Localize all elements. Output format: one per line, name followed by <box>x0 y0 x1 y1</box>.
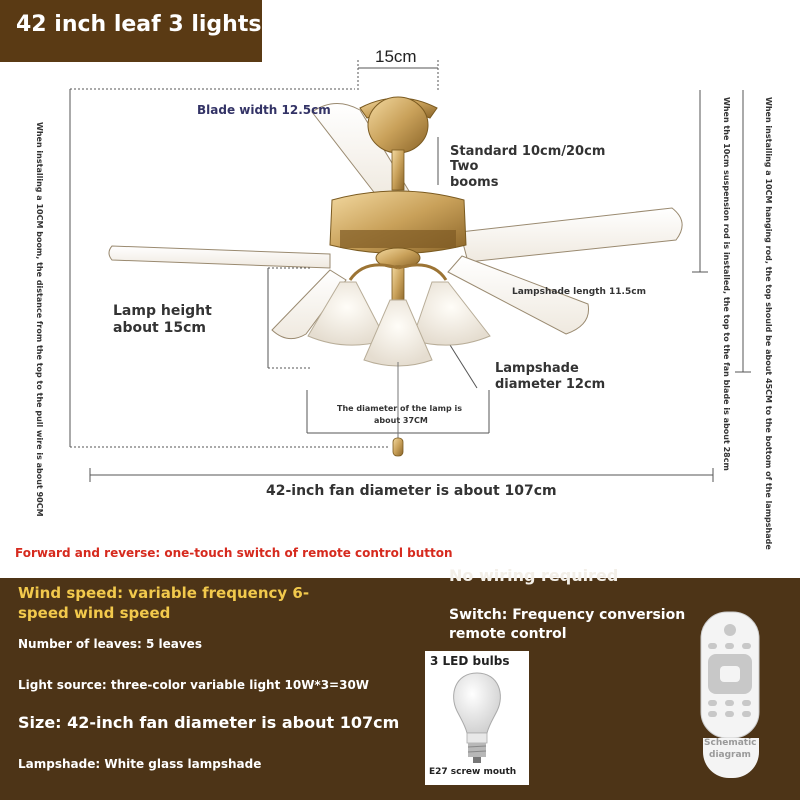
lamp-height-label-line2: about 15cm <box>113 320 206 336</box>
booms-label-line3: booms <box>450 175 499 190</box>
remote-control-icon <box>700 611 760 739</box>
title-bar <box>0 0 262 62</box>
lampshade-diameter-label-line1: Lampshade <box>495 361 579 376</box>
lamp-diameter-label-line2: about 37CM <box>374 416 428 425</box>
lampshades <box>307 281 491 367</box>
bulb-caption: E27 screw mouth <box>429 767 517 777</box>
right-vertical-note-a: When installing a 10CM hanging rod, the … <box>764 97 773 550</box>
blade-width-label: Blade width 12.5cm <box>197 103 331 117</box>
right-vertical-note-b: When the 10cm suspension rod is installe… <box>722 97 731 471</box>
booms-label-line2: Two <box>450 159 479 174</box>
remote-control-card: Schematic diagram <box>695 610 767 780</box>
remote-caption-area <box>703 738 759 778</box>
wind-speed-line2: speed wind speed <box>18 604 171 622</box>
no-wiring-text: No wiring required <box>449 566 619 585</box>
top-width-label: 15cm <box>375 47 417 66</box>
booms-label-line1: Standard 10cm/20cm <box>450 144 606 159</box>
lamp-diameter-label-line1: The diameter of the lamp is <box>337 404 462 413</box>
lampshade-length-label: Lampshade length 11.5cm <box>512 287 646 297</box>
lampshade-diameter-label-line2: diameter 12cm <box>495 377 606 392</box>
fan-blades <box>108 103 683 340</box>
lamp-height-label-line1: Lamp height <box>113 303 212 319</box>
remote-caption-line2: diagram <box>709 750 751 760</box>
dimension-lines <box>69 60 751 482</box>
remote-caption-line1: Schematic <box>704 738 757 748</box>
page-title: 42 inch leaf 3 lights <box>16 12 262 37</box>
light-source-text: Light source: three-color variable light… <box>18 678 370 692</box>
fan-diameter-label: 42-inch fan diameter is about 107cm <box>266 483 557 499</box>
features-panel <box>0 578 800 800</box>
lampshade-text: Lampshade: White glass lampshade <box>18 757 262 771</box>
forward-reverse-note: Forward and reverse: one-touch switch of… <box>15 546 453 560</box>
size-text: Size: 42-inch fan diameter is about 107c… <box>18 713 400 732</box>
bulb-card: 3 LED bulbs E27 screw mouth <box>425 651 529 785</box>
pull-chain <box>392 362 404 457</box>
fan-illustration <box>69 60 751 482</box>
fan-body <box>329 96 467 307</box>
led-bulb-icon <box>453 672 501 763</box>
leaves-text: Number of leaves: 5 leaves <box>18 637 202 651</box>
bulbs-title: 3 LED bulbs <box>430 654 510 668</box>
switch-line2: remote control <box>449 626 567 642</box>
wind-speed-line1: Wind speed: variable frequency 6- <box>18 584 310 602</box>
switch-line1: Switch: Frequency conversion <box>449 607 686 623</box>
left-vertical-note: When installing a 10CM boom, the distanc… <box>35 122 44 517</box>
